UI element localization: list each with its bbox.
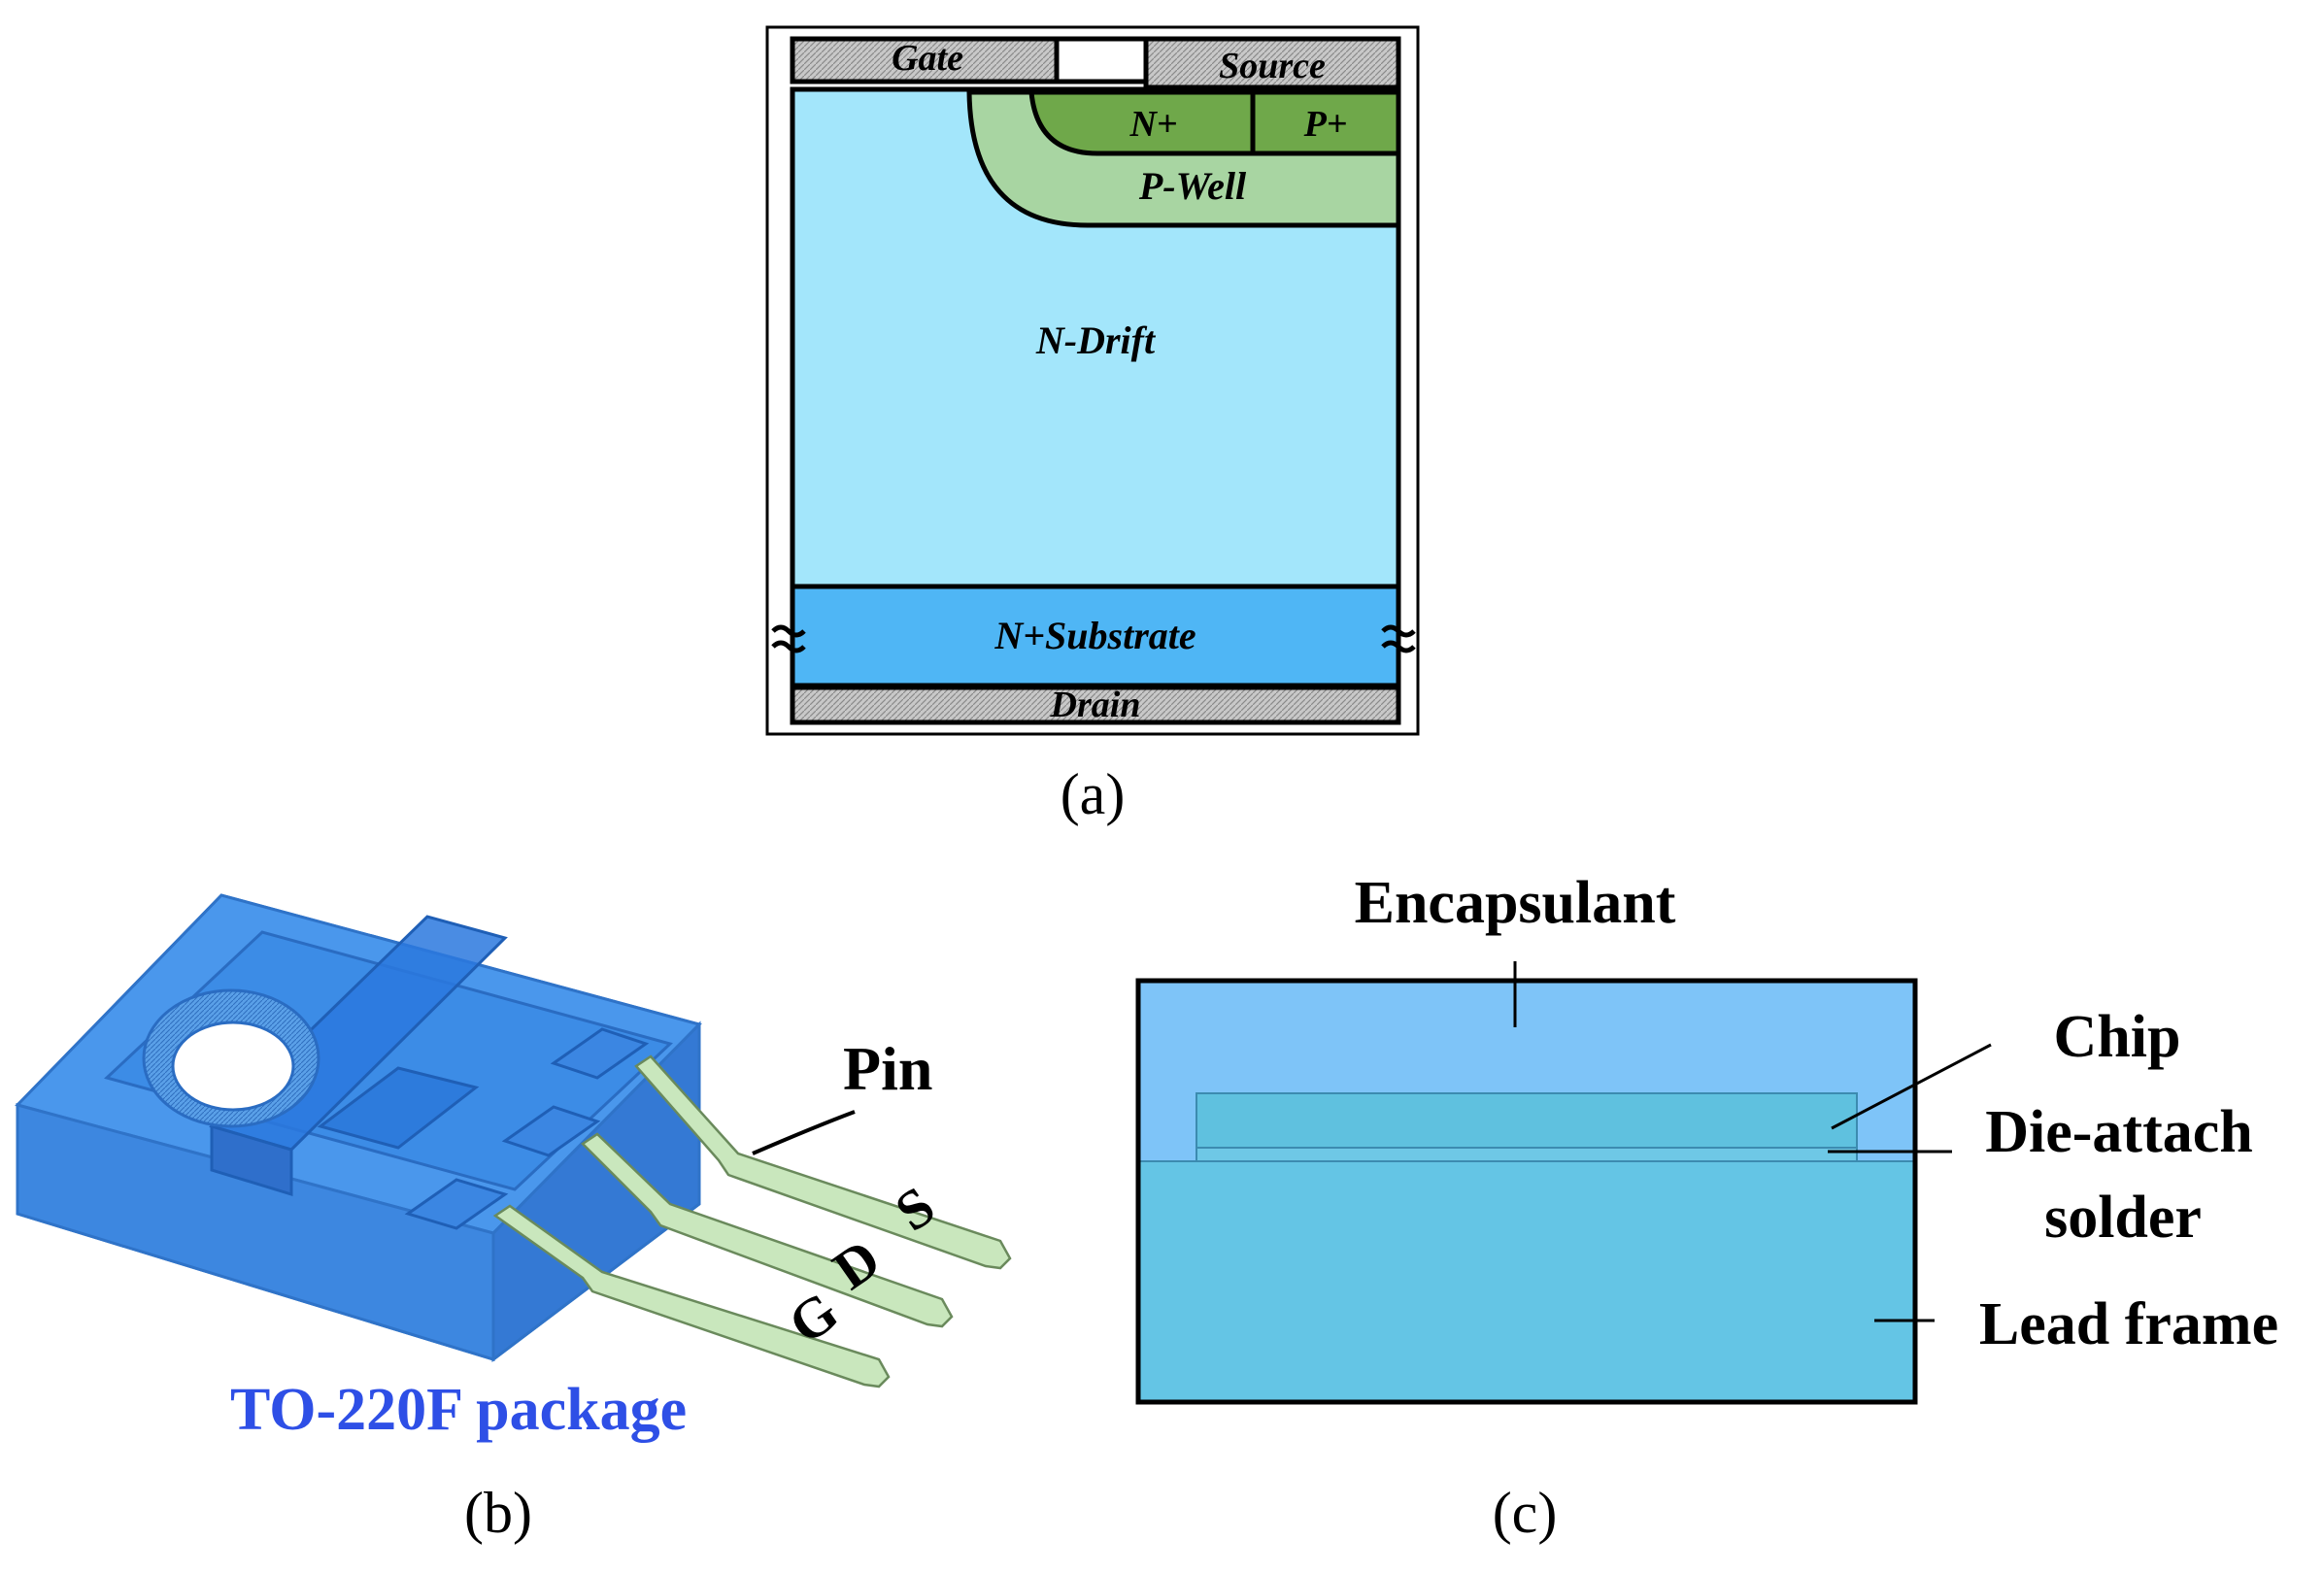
break-symbol-right (1381, 624, 1416, 653)
chip-layer (1196, 1092, 1858, 1151)
panel-b-package-3d: Pin G D S TO-220F package (b) (15, 893, 1012, 1545)
pin-leader-line (752, 1110, 856, 1155)
n-plus-label: N+ (1128, 104, 1177, 145)
pin-s (634, 1054, 1012, 1270)
package-body-side (491, 1020, 701, 1363)
panel-c-layer-cross-section: Encapsulant Chip Die-attach solder Lead … (1135, 870, 2278, 1545)
pin-tab-g (404, 1178, 509, 1230)
panel-a-device-cross-section: Gate Source N+ P+ P-Well N-Drift N+Subst… (765, 25, 1420, 826)
p-plus-label: P+ (1303, 104, 1348, 145)
pin-tab-s (550, 1027, 650, 1080)
chip-label: Chip (2054, 1004, 2181, 1070)
gate-source-gap (1054, 36, 1149, 84)
gate-label: Gate (892, 38, 963, 79)
pin-d (581, 1132, 954, 1328)
panel-b-caption: (b) (464, 1481, 532, 1545)
pin-label: Pin (843, 1034, 932, 1103)
source-label: Source (1219, 46, 1326, 86)
mounting-hole (171, 1020, 295, 1112)
n-drift-label: N-Drift (1035, 318, 1157, 362)
panel-c-outline (1135, 978, 1918, 1405)
panel-c-caption: (c) (1493, 1481, 1558, 1545)
package-raised-band-front (210, 1123, 293, 1197)
lead-frame-layer (1137, 1160, 1916, 1403)
p-plus-region (1250, 89, 1401, 156)
chip-leader (1831, 1043, 1992, 1130)
pin-tab-d (501, 1105, 601, 1157)
die-pad (317, 1066, 480, 1150)
die-attach-layer (1196, 1147, 1858, 1162)
die-attach-label-line1: Die-attach (1985, 1099, 2252, 1165)
drain-metal (790, 685, 1401, 725)
die-attach-label-line2: solder (2044, 1185, 2202, 1251)
break-symbol-left (771, 624, 806, 653)
drain-label: Drain (1050, 685, 1141, 725)
encapsulant-label: Encapsulant (1355, 870, 1676, 936)
n-plus-region (1028, 89, 1256, 156)
gate-metal (790, 36, 1060, 84)
lead-frame-label: Lead frame (1979, 1291, 2278, 1357)
p-well-label: P-Well (1138, 164, 1247, 208)
pin-g (492, 1204, 891, 1388)
n-substrate-label: N+Substrate (994, 614, 1196, 657)
package-label: TO-220F package (230, 1377, 687, 1443)
panel-a-caption: (a) (1061, 762, 1126, 826)
